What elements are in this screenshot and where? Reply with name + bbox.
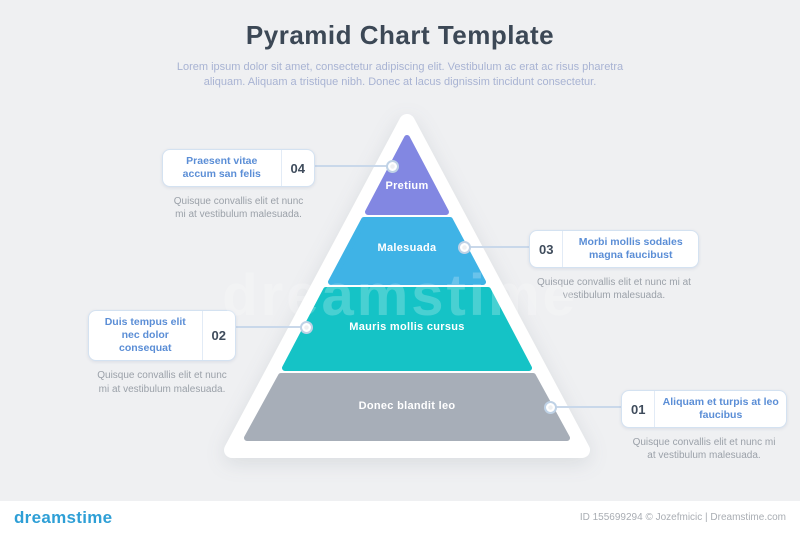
page-subtitle: Lorem ipsum dolor sit amet, consectetur … xyxy=(170,60,630,90)
connector-line-04 xyxy=(315,165,392,167)
step-description-01: Quisque convallis elit et nunc mi at ves… xyxy=(632,437,776,462)
connector-ring-03 xyxy=(458,241,471,254)
step-group-04: Praesent vitae accum san felis 04 Quisqu… xyxy=(162,149,315,222)
layer-label-pretium: Pretium xyxy=(385,180,429,192)
step-description-03: Quisque convallis elit et nunc mi at ves… xyxy=(537,277,691,302)
step-box-03: 03 Morbi mollis sodales magna faucibust xyxy=(529,230,699,269)
step-title-04: Praesent vitae accum san felis xyxy=(182,155,261,181)
step-description-02: Quisque convallis elit et nunc mi at ves… xyxy=(97,370,227,395)
step-number-02: 02 xyxy=(201,311,235,361)
connector-line-03 xyxy=(464,246,530,248)
step-number-03: 03 xyxy=(530,231,564,268)
page-title: Pyramid Chart Template xyxy=(245,20,555,50)
connector-line-01 xyxy=(550,406,622,408)
layer-label-mauris: Mauris mollis cursus xyxy=(349,321,465,333)
step-box-04: Praesent vitae accum san felis 04 xyxy=(162,149,315,188)
step-box-01: 01 Aliquam et turpis at leo faucibus xyxy=(621,390,787,429)
pyramid-layer-3 xyxy=(282,287,532,371)
connector-ring-04 xyxy=(386,160,399,173)
step-number-04: 04 xyxy=(280,150,314,187)
step-title-03: Morbi mollis sodales magna faucibust xyxy=(578,236,683,262)
connector-line-02 xyxy=(236,326,306,328)
connector-ring-01 xyxy=(544,401,557,414)
layer-label-donec: Donec blandit leo xyxy=(358,400,456,412)
step-number-01: 01 xyxy=(622,391,656,428)
step-group-02: Duis tempus elit nec dolor consequat 02 … xyxy=(88,310,236,396)
pyramid-layer-1 xyxy=(365,135,449,215)
pyramid-layer-2 xyxy=(328,217,486,285)
image-credit: ID 155699294 © Jozefmicic | Dreamstime.c… xyxy=(579,512,786,523)
step-description-04: Quisque convallis elit et nunc mi at ves… xyxy=(173,196,304,221)
subtitle-line-1: Lorem ipsum dolor sit amet, consectetur … xyxy=(176,61,624,73)
layer-label-malesuada: Malesuada xyxy=(377,242,437,254)
step-title-02: Duis tempus elit nec dolor consequat xyxy=(104,316,186,355)
connector-ring-02 xyxy=(300,321,313,334)
dreamstime-logo: dreamstime xyxy=(14,507,113,527)
step-title-01: Aliquam et turpis at leo faucibus xyxy=(662,396,779,422)
subtitle-line-2: aliquam. Aliquam a tristique nibh. Donec… xyxy=(203,76,597,88)
step-group-01: 01 Aliquam et turpis at leo faucibus Qui… xyxy=(621,390,787,463)
footer-bar: dreamstime ID 155699294 © Jozefmicic | D… xyxy=(0,501,800,534)
step-box-02: Duis tempus elit nec dolor consequat 02 xyxy=(88,310,236,362)
pyramid-chart xyxy=(224,114,590,458)
pyramid-layer-4 xyxy=(244,373,570,441)
step-group-03: 03 Morbi mollis sodales magna faucibust … xyxy=(529,230,699,303)
